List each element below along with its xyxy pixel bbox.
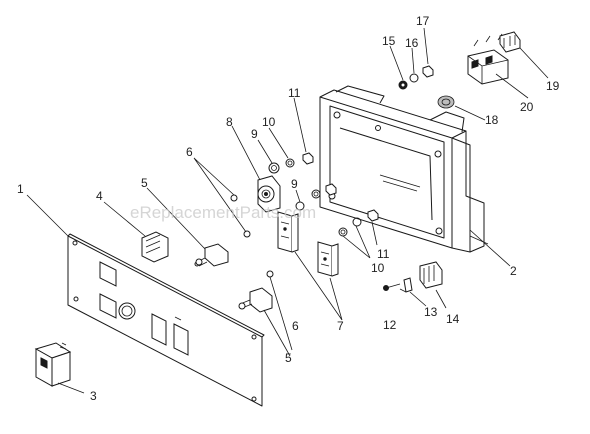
callout-12: 12: [383, 318, 397, 332]
callout-3: 3: [90, 389, 97, 403]
part-7-receptacles: [277, 211, 339, 277]
part-5-breaker-lower: [238, 287, 273, 313]
part-9-10-11-hardware: [268, 152, 379, 237]
part-8-twist-lock: [257, 175, 281, 213]
leader-lines: [26, 27, 549, 394]
part-3-rocker-switch: [34, 342, 72, 387]
part-4-cover: [141, 231, 169, 263]
callout-15: 15: [382, 34, 396, 48]
callout-6-upper: 6: [186, 145, 193, 159]
callout-20: 20: [520, 100, 534, 114]
part-12-13-14-terminal: [383, 261, 443, 293]
watermark-text: eReplacementParts.com: [130, 203, 316, 222]
part-1-front-panel: [67, 233, 265, 407]
callout-16: 16: [405, 36, 419, 50]
callout-1: 1: [17, 182, 24, 196]
part-15-16-17-hardware: [398, 65, 434, 90]
callout-5-lower: 5: [285, 351, 292, 365]
callout-2: 2: [510, 264, 517, 278]
callout-5-upper: 5: [141, 176, 148, 190]
callout-11-upper: 11: [288, 86, 301, 100]
callout-8: 8: [226, 115, 233, 129]
part-18-grommet: [437, 95, 455, 109]
callout-6-lower: 6: [292, 319, 299, 333]
callout-10-upper: 10: [262, 115, 276, 129]
callout-7: 7: [337, 319, 344, 333]
callout-9-upper: 9: [251, 127, 258, 141]
callout-17: 17: [416, 14, 430, 28]
callout-13: 13: [424, 305, 438, 319]
part-2-housing: [319, 85, 489, 253]
part-19-jumper: [499, 31, 521, 53]
callout-11-lower: 11: [377, 247, 390, 261]
callout-4: 4: [96, 189, 103, 203]
callout-19: 19: [546, 79, 560, 93]
callout-9-lower: 9: [291, 177, 298, 191]
callout-10-lower: 10: [371, 261, 385, 275]
callout-14: 14: [446, 312, 460, 326]
callout-18: 18: [485, 113, 499, 127]
part-5-breaker-upper: [194, 243, 229, 267]
